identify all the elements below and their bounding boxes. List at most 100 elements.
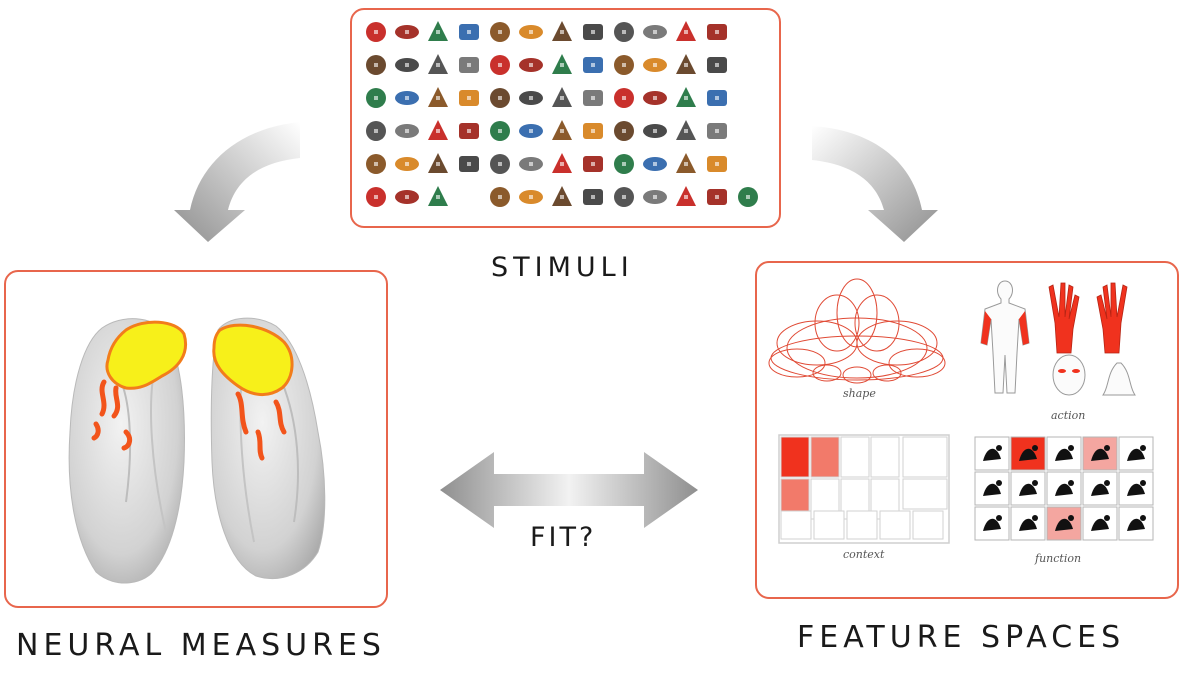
function-glyph	[1019, 483, 1037, 496]
couch-icon	[490, 55, 510, 75]
fit-double-arrow	[440, 452, 698, 528]
dresser-icon	[552, 54, 572, 74]
function-glyph-dot	[996, 480, 1002, 486]
piano-icon	[459, 123, 479, 139]
context-cell	[780, 436, 810, 478]
toolbox-icon	[395, 190, 419, 204]
helmet-icon	[519, 91, 543, 105]
function-glyph-dot	[1140, 515, 1146, 521]
t-shirt-icon	[490, 187, 510, 207]
shape-caption: shape	[843, 387, 876, 400]
earrings-icon	[614, 55, 634, 75]
strawberry-icon	[643, 157, 667, 171]
picture-frame-icon	[490, 121, 510, 141]
watering-can-icon	[676, 186, 696, 206]
stimuli-label: STIMULI	[491, 252, 634, 283]
tennis-racket-icon	[676, 153, 696, 173]
rake-icon	[614, 121, 634, 141]
binoculars-icon	[552, 21, 572, 41]
broom-icon	[643, 25, 667, 39]
function-glyph	[1055, 518, 1073, 531]
function-glyph	[1019, 518, 1037, 531]
alarm-clock-icon	[366, 22, 386, 42]
pocket-knife-icon	[428, 54, 448, 74]
context-cell	[813, 510, 845, 540]
mug-icon	[707, 90, 727, 106]
wineglass-icon	[738, 187, 758, 207]
stimuli-panel	[350, 8, 781, 228]
function-glyph	[1127, 483, 1145, 496]
function-glyph	[1019, 448, 1037, 461]
context-cell	[840, 436, 870, 478]
function-glyph	[1091, 448, 1109, 461]
function-glyph-dot	[996, 445, 1002, 451]
shoe-icon	[428, 153, 448, 173]
guitar-icon	[395, 91, 419, 105]
left-curved-arrow	[174, 122, 300, 242]
bookshelf-icon	[614, 22, 634, 42]
left-hemisphere	[68, 318, 187, 584]
action-caption: action	[1051, 409, 1086, 422]
context-cell	[902, 478, 948, 510]
feature-spaces-panel	[755, 261, 1179, 599]
wallet-icon	[614, 187, 634, 207]
action-feature-body-map	[980, 280, 1136, 396]
microphone-icon	[676, 87, 696, 107]
function-glyph	[1127, 518, 1145, 531]
jeans-icon	[395, 124, 419, 138]
watch-icon	[643, 190, 667, 204]
function-glyph-dot	[1068, 445, 1074, 451]
context-feature-grid	[778, 434, 950, 544]
backpack-icon	[459, 24, 479, 40]
context-caption: context	[843, 548, 885, 561]
lightbulb-icon	[643, 91, 667, 105]
right-activation-yellow	[212, 323, 294, 396]
function-cell	[1082, 436, 1118, 471]
bicycle-icon	[519, 25, 543, 39]
tent-icon	[707, 156, 727, 172]
saxophone-icon	[676, 120, 696, 140]
function-glyph	[1091, 483, 1109, 496]
function-glyph-dot	[996, 515, 1002, 521]
bed-icon	[490, 22, 510, 42]
brain-activation-map	[68, 317, 326, 584]
fit-question-label: FIT?	[530, 522, 597, 553]
speakers-icon	[490, 154, 510, 174]
function-glyph	[983, 518, 1001, 531]
function-glyph-dot	[1032, 515, 1038, 521]
stove-icon	[614, 154, 634, 174]
function-feature-grid	[974, 436, 1154, 541]
context-cell	[912, 510, 944, 540]
scissors-icon	[366, 154, 386, 174]
context-cell	[879, 510, 911, 540]
carrot-icon	[395, 58, 419, 72]
right-curved-arrow	[812, 126, 938, 242]
function-glyph	[983, 448, 1001, 461]
function-glyph-dot	[1032, 480, 1038, 486]
blender-icon	[583, 24, 603, 40]
skateboard-icon	[459, 156, 479, 172]
gloves-icon	[676, 54, 696, 74]
car-icon	[366, 55, 386, 75]
shape-feature-diagram	[768, 278, 946, 384]
function-glyph	[1127, 448, 1145, 461]
function-cell	[1010, 471, 1046, 506]
spoon-icon	[552, 153, 572, 173]
cake-icon	[676, 21, 696, 41]
key-icon	[583, 90, 603, 106]
screwdriver-icon	[395, 157, 419, 171]
vacuum-icon	[552, 186, 572, 206]
function-glyph-dot	[1104, 515, 1110, 521]
wheelbarrow-icon	[707, 189, 727, 205]
function-glyph	[1055, 483, 1073, 496]
function-glyph-dot	[1068, 480, 1074, 486]
paperclip-icon	[428, 120, 448, 140]
function-glyph-dot	[1140, 480, 1146, 486]
sponge-icon	[519, 157, 543, 171]
feature-spaces-illustration	[768, 278, 1154, 544]
function-glyph	[983, 483, 1001, 496]
context-cell	[902, 436, 948, 478]
hairdryer-icon	[428, 87, 448, 107]
function-glyph	[1091, 518, 1109, 531]
stimuli-image-grid	[366, 21, 758, 207]
